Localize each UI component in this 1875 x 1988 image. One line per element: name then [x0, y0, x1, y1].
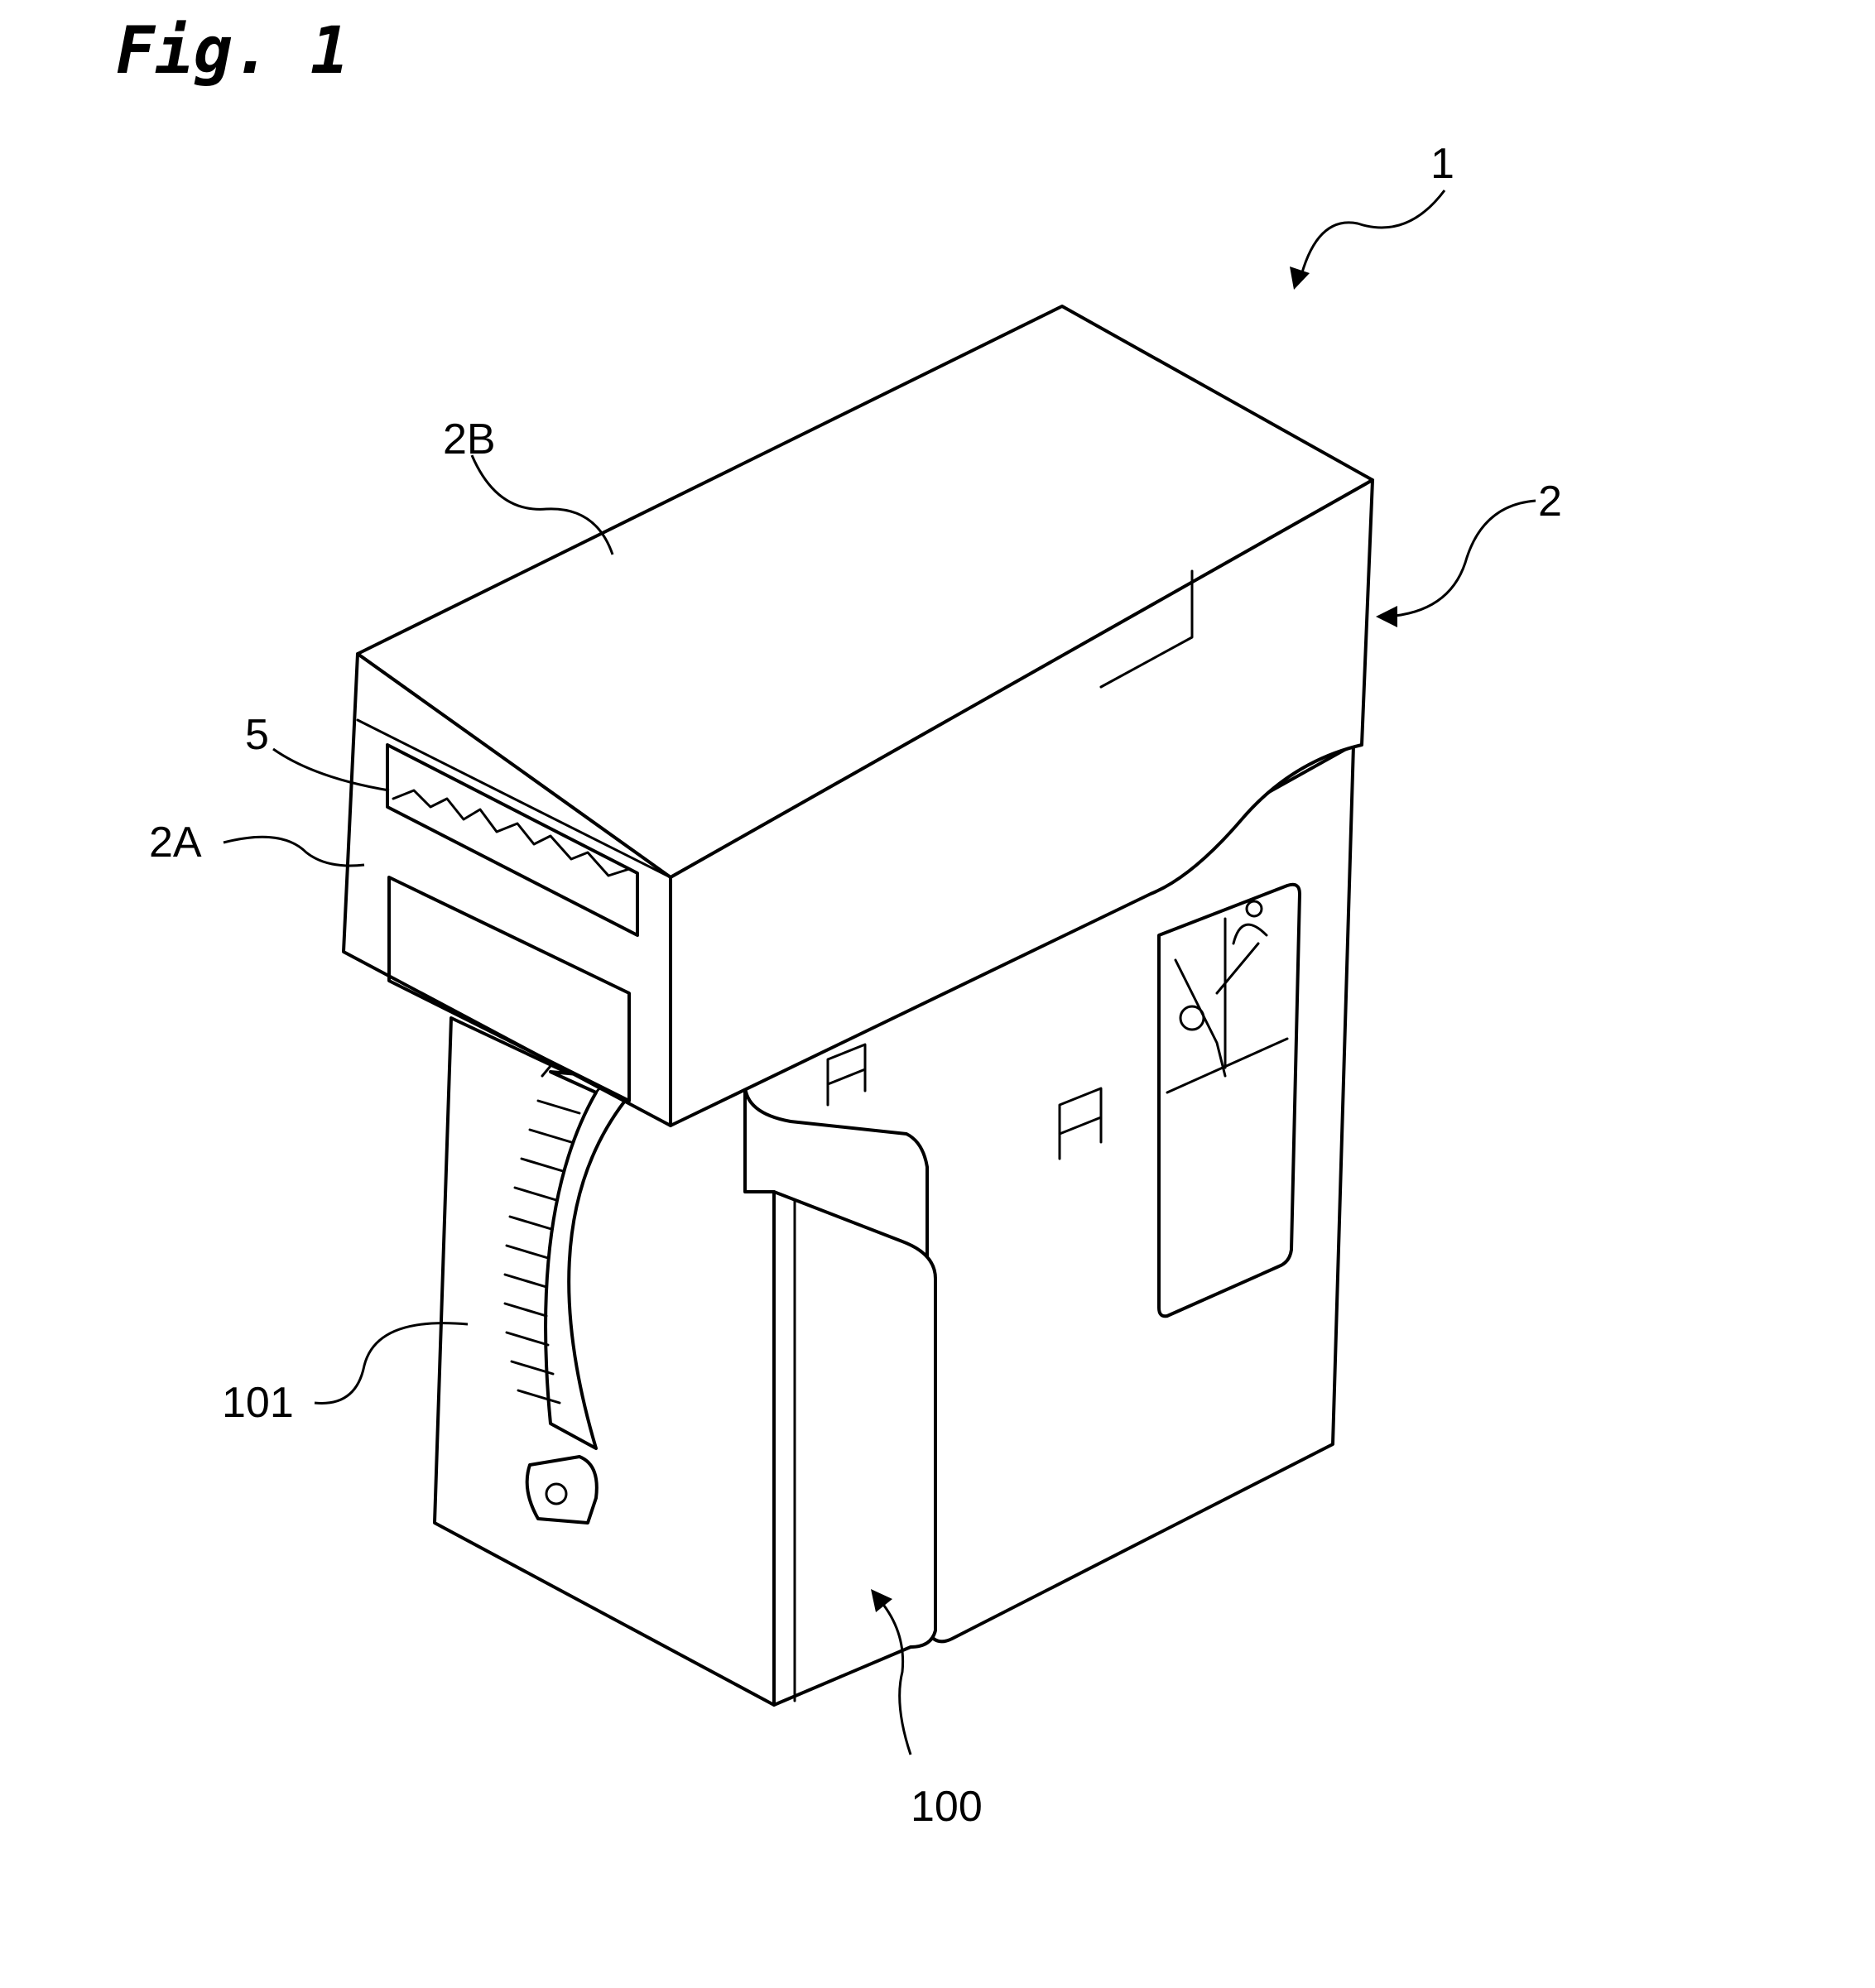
label-slot: 5: [245, 711, 269, 759]
label-housing: 2: [1538, 478, 1562, 526]
leader-housing: [1387, 501, 1536, 617]
leader-front-face: [224, 837, 364, 866]
label-front-face: 2A: [149, 819, 202, 867]
label-unit: 100: [911, 1783, 983, 1831]
arrow-device: [1290, 267, 1310, 290]
arrow-housing: [1376, 606, 1397, 627]
label-cable-guide: 101: [222, 1379, 294, 1427]
figure-title: Fig. 1: [116, 14, 349, 89]
unit-front-panel: [774, 1192, 935, 1705]
cable-guide-end-bracket: [527, 1457, 597, 1523]
label-device: 1: [1430, 140, 1454, 188]
label-top-cover: 2B: [443, 415, 496, 463]
leader-device: [1300, 190, 1445, 281]
